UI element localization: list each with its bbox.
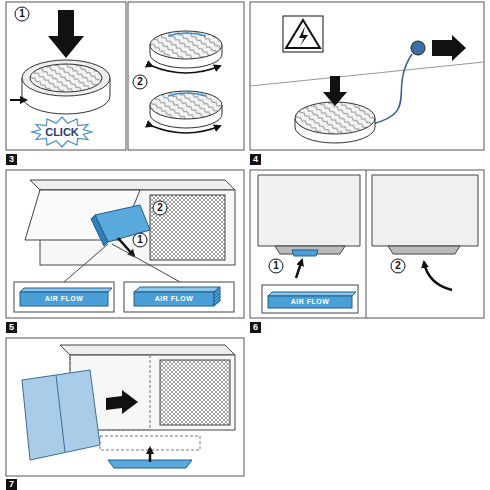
callout-number: 2 xyxy=(153,201,167,215)
panel-3 xyxy=(6,2,244,150)
filter-marking: AIR FLOW xyxy=(134,292,214,306)
step-number: 6 xyxy=(250,322,261,333)
callout-number: 2 xyxy=(133,75,147,89)
panel-5 xyxy=(6,170,244,318)
step-number: 5 xyxy=(6,322,17,333)
callout-number: 1 xyxy=(15,7,29,21)
filter-marking: AIR FLOW xyxy=(268,296,352,308)
filter-marking: AIR FLOW xyxy=(20,292,108,306)
step-number: 7 xyxy=(6,479,17,490)
step-number: 3 xyxy=(6,154,17,165)
callout-number: 1 xyxy=(269,259,283,273)
click-sound: CLICK xyxy=(37,125,87,139)
panel-7 xyxy=(6,338,244,476)
step-number: 4 xyxy=(250,154,261,165)
callout-number: 2 xyxy=(391,259,405,273)
panel-4 xyxy=(250,2,484,150)
callout-number: 1 xyxy=(133,233,147,247)
panel-6 xyxy=(250,170,484,318)
